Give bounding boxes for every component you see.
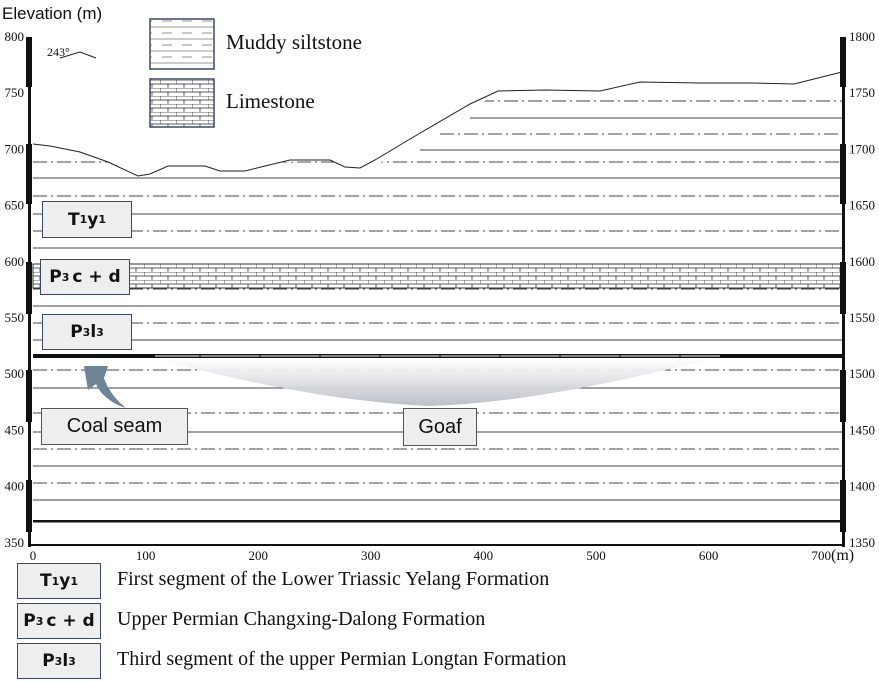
right-tick-label: 1400	[849, 479, 875, 494]
left-tick-label: 600	[5, 254, 25, 269]
x-axis-ticks: 0 100 200 300 400 500 600 700	[30, 548, 831, 563]
left-tick-label: 350	[5, 535, 25, 550]
right-tick-label: 1500	[849, 366, 875, 381]
coal-seam-line	[33, 354, 842, 358]
x-axis-unit: (m)	[831, 547, 855, 564]
bottom-boundary	[33, 520, 842, 523]
orientation-marker: 243°	[47, 45, 97, 59]
key-symbol-mid: l	[62, 651, 69, 671]
x-tick-label: 600	[699, 548, 719, 563]
axis-frame	[26, 37, 846, 547]
key-symbol-rest: c + d	[46, 611, 95, 631]
key-symbol-main: T	[39, 571, 52, 591]
left-tick-label: 650	[5, 198, 25, 213]
left-tick-label: 750	[5, 85, 25, 100]
right-tick-label: 1350	[849, 535, 875, 550]
x-tick-label: 0	[30, 548, 37, 563]
right-tick-label: 1650	[849, 198, 875, 213]
limestone-band	[32, 263, 843, 289]
right-tick-label: 1550	[849, 310, 875, 325]
y-axis-title: Elevation (m)	[2, 4, 103, 23]
left-tick-label: 400	[5, 479, 25, 494]
left-tick-label: 450	[5, 422, 25, 437]
right-tick-label: 1750	[849, 85, 875, 100]
left-axis-ticks: 800 750 700 650 600 550 500 450 400 350	[5, 29, 25, 550]
left-tick-label: 550	[5, 310, 25, 325]
key-description: Third segment of the upper Permian Longt…	[117, 648, 567, 670]
x-tick-label: 300	[361, 548, 381, 563]
key-symbol-sub: 3	[35, 614, 44, 628]
terrain-surface	[32, 71, 843, 177]
coal-seam-callout: Coal seam	[41, 408, 188, 445]
right-axis-ticks: 1800 1750 1700 1650 1600 1550 1500 1450 1400 1350	[849, 29, 875, 550]
x-tick-label: 500	[586, 548, 606, 563]
key-symbol-main: P	[42, 651, 55, 671]
legend-limestone-swatch	[149, 78, 215, 128]
key-symbol-sub: 1	[51, 574, 60, 588]
x-tick-label: 400	[474, 548, 494, 563]
right-tick-label: 1450	[849, 422, 875, 437]
right-tick-label: 1600	[849, 254, 875, 269]
key-description: First segment of the Lower Triassic Yela…	[117, 568, 550, 590]
key-symbol-sup: 3	[68, 654, 76, 668]
x-tick-label: 200	[248, 548, 268, 563]
legend-siltstone-swatch	[149, 18, 215, 70]
key-symbol-mid: y	[59, 571, 71, 591]
left-tick-label: 700	[5, 141, 25, 156]
left-tick-label: 500	[5, 366, 25, 381]
goaf-callout: Goaf	[403, 408, 477, 446]
legend-limestone-label: Limestone	[226, 89, 315, 113]
left-tick-label: 800	[5, 29, 25, 44]
x-tick-label: 700	[811, 548, 831, 563]
x-tick-label: 100	[136, 548, 156, 563]
right-tick-label: 1700	[849, 141, 875, 156]
legend-muddy-siltstone-label: Muddy siltstone	[226, 30, 362, 54]
orientation-label: 243°	[47, 45, 70, 59]
key-description: Upper Permian Changxing-Dalong Formation	[117, 608, 486, 630]
coal-seam-arrow	[84, 366, 126, 408]
key-symbol-sup: 1	[70, 574, 78, 588]
right-tick-label: 1800	[849, 29, 875, 44]
key-symbol-sub: 3	[54, 654, 63, 668]
terrain-mask	[33, 0, 842, 176]
goaf-zone	[155, 359, 715, 406]
key-symbol-main: P	[23, 611, 36, 631]
